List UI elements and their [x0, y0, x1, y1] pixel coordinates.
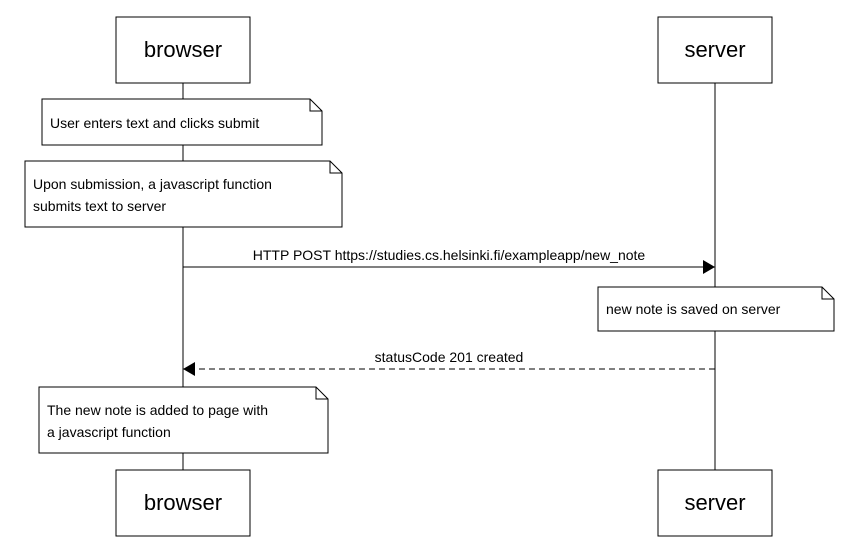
note-added-to-page: The new note is added to page with a jav… [38, 386, 329, 454]
message-post-request: HTTP POST https://studies.cs.helsinki.fi… [183, 247, 715, 274]
participant-browser-top-label: browser [144, 37, 222, 62]
message-status-response: statusCode 201 created [183, 349, 715, 376]
note-saved-on-server-text: new note is saved on server [606, 301, 781, 317]
note-submission-line2: submits text to server [33, 198, 166, 214]
participant-server-top-label: server [684, 37, 745, 62]
note-added-line2: a javascript function [47, 424, 171, 440]
participant-browser-bottom: browser [115, 469, 251, 537]
participant-browser-bottom-label: browser [144, 490, 222, 515]
note-user-enters: User enters text and clicks submit [41, 98, 323, 146]
note-user-enters-text: User enters text and clicks submit [50, 115, 259, 131]
participant-browser-top: browser [115, 16, 251, 84]
note-added-line1: The new note is added to page with [47, 402, 268, 418]
message-status-response-label: statusCode 201 created [375, 349, 524, 365]
message-post-request-label: HTTP POST https://studies.cs.helsinki.fi… [253, 247, 646, 263]
participant-server-bottom-label: server [684, 490, 745, 515]
participant-server-bottom: server [657, 469, 773, 537]
note-submission: Upon submission, a javascript function s… [24, 160, 343, 228]
note-submission-line1: Upon submission, a javascript function [33, 176, 272, 192]
note-saved-on-server: new note is saved on server [597, 286, 835, 332]
participant-server-top: server [657, 16, 773, 84]
